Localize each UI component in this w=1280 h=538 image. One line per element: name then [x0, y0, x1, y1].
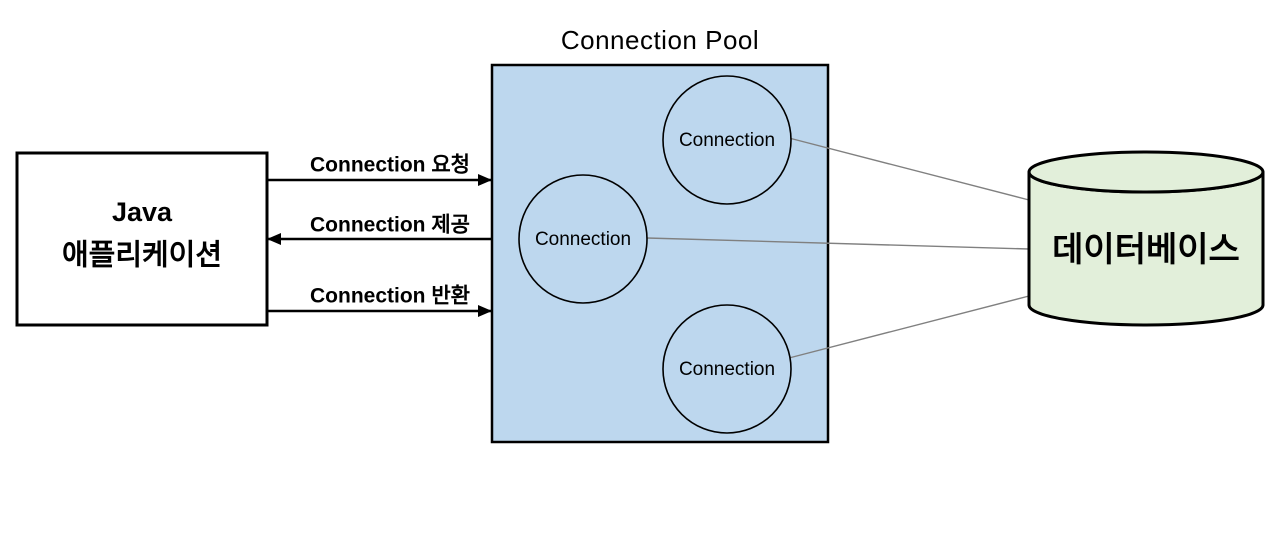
arrow-connection-return: Connection 반환	[267, 285, 492, 317]
connection-circle-label: Connection	[679, 130, 775, 151]
connection-node-bottom: Connection	[662, 304, 792, 434]
arrow-label: Connection 반환	[310, 285, 470, 308]
arrow-connection-provide: Connection 제공	[267, 214, 492, 245]
connection-circle-label: Connection	[535, 229, 631, 250]
connection-circle	[662, 304, 792, 434]
connection-pool-title: Connection Pool	[561, 25, 759, 55]
arrow-connection-request: Connection 요청	[267, 154, 492, 186]
connection-circle	[518, 174, 648, 304]
connector-line-top	[788, 137, 1030, 201]
java-application-node: Java 애플리케이션	[15, 151, 269, 327]
connector-line-middle	[646, 237, 1030, 250]
arrow-label: Connection 요청	[310, 154, 470, 177]
database-cylinder-top	[1027, 150, 1265, 194]
connection-circle	[662, 75, 792, 205]
connection-node-middle: Connection	[518, 174, 648, 304]
connection-node-top: Connection	[662, 75, 792, 205]
arrow-label: Connection 제공	[310, 214, 470, 237]
connector-line-bottom	[788, 295, 1030, 359]
database-node: 데이터베이스	[1027, 150, 1265, 327]
java-application-label-line1: Java	[112, 197, 173, 227]
connection-circle-label: Connection	[679, 359, 775, 380]
java-application-box	[15, 151, 269, 327]
java-application-label-line2: 애플리케이션	[62, 239, 222, 272]
database-label: 데이터베이스	[1052, 231, 1240, 269]
